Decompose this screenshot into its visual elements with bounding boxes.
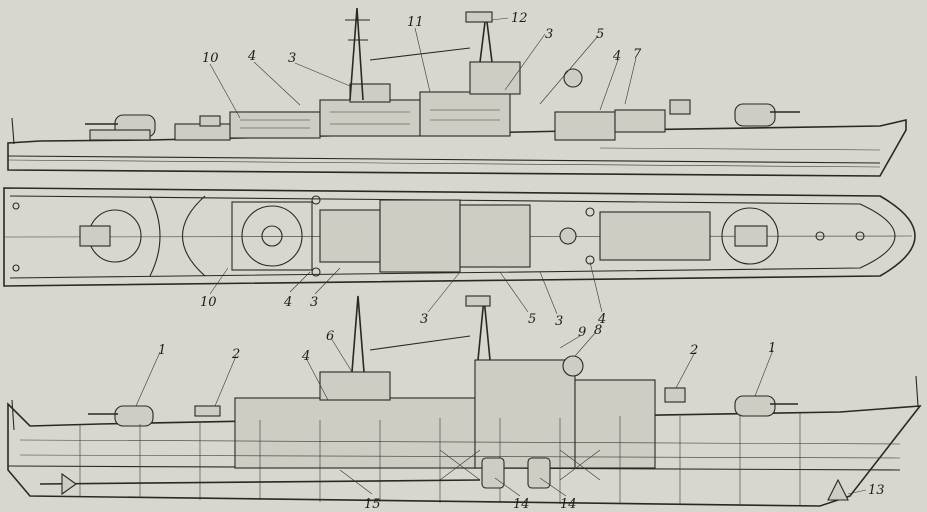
callout-plan-3c: 3 xyxy=(555,314,563,329)
callout-section-2a: 2 xyxy=(231,347,240,362)
section-fore-mast xyxy=(477,297,491,361)
plan-forward-turret-ring xyxy=(721,207,779,265)
plan-mid-block-3 xyxy=(459,204,531,268)
callout-side-3b: 3 xyxy=(545,27,553,42)
plan-helipad-center xyxy=(261,225,283,247)
callout-section-4: 4 xyxy=(301,349,310,364)
callout-section-1b: 1 xyxy=(768,341,776,356)
forward-gun-turret xyxy=(734,103,776,127)
callout-plan-3b: 3 xyxy=(420,312,428,327)
callout-plan-5: 5 xyxy=(528,312,536,327)
section-propeller-shaft xyxy=(39,479,481,485)
callout-side-4a: 4 xyxy=(247,49,256,64)
plan-aft-turret xyxy=(79,225,111,247)
forward-launcher xyxy=(669,99,691,115)
plan-view: 10 4 3 3 5 3 4 xyxy=(3,187,916,329)
callout-plan-4b: 4 xyxy=(597,312,606,327)
section-aft-superstructure xyxy=(234,397,476,469)
section-radar-dome xyxy=(562,355,584,377)
forward-superstructure xyxy=(419,91,511,137)
rigging-line xyxy=(369,47,471,61)
callout-side-4b: 4 xyxy=(612,49,621,64)
bridge-block xyxy=(469,61,521,95)
plan-helideck-curve xyxy=(182,195,206,277)
plan-mid-block-2 xyxy=(379,199,461,273)
plan-radar-dome xyxy=(559,227,577,245)
mid-superstructure xyxy=(319,99,421,137)
mid-upper-deck xyxy=(349,83,391,103)
callout-section-6: 6 xyxy=(326,329,334,344)
section-hull-outline xyxy=(7,402,922,507)
section-forward-turret xyxy=(734,395,776,417)
callout-plan-10: 10 xyxy=(200,295,217,310)
side-leader-lines xyxy=(209,17,637,119)
side-waterline xyxy=(7,155,881,164)
callout-side-7: 7 xyxy=(633,47,642,62)
side-boot-topping xyxy=(7,159,881,168)
plan-forward-block xyxy=(599,211,711,261)
section-aft-launcher xyxy=(194,405,221,417)
section-stern-flagstaff xyxy=(11,399,15,431)
stern-flagstaff xyxy=(11,117,15,145)
forward-deckhouse xyxy=(614,109,666,133)
section-jackstaff xyxy=(915,375,919,407)
section-forward-launcher xyxy=(664,387,686,403)
section-propeller xyxy=(61,472,77,496)
inboard-section-view: 1 2 4 6 9 8 2 1 15 14 14 13 xyxy=(7,295,922,512)
main-lattice-mast xyxy=(349,7,364,101)
plan-mid-block-1 xyxy=(319,209,381,263)
section-mid-house xyxy=(319,371,391,401)
plan-hangar-outline xyxy=(231,201,313,271)
plan-leader-lines xyxy=(209,261,603,315)
callout-section-1a: 1 xyxy=(158,343,166,358)
plan-deck-edge xyxy=(9,195,896,279)
hangar-block xyxy=(229,111,321,139)
plan-helipad-circle xyxy=(241,205,303,267)
side-radar-dome xyxy=(563,68,583,88)
callout-side-10: 10 xyxy=(202,51,219,66)
side-detail-lines xyxy=(240,109,881,151)
callout-side-12: 12 xyxy=(511,11,528,26)
section-bridge-house xyxy=(574,379,656,469)
aft-director xyxy=(199,115,221,127)
fore-radar-antenna xyxy=(465,11,493,23)
callout-plan-4a: 4 xyxy=(283,295,292,310)
section-compartment-grid xyxy=(19,412,901,506)
callout-section-14a: 14 xyxy=(513,497,530,512)
plan-aft-deck-curve xyxy=(149,195,161,277)
section-aft-turret xyxy=(114,405,154,427)
missile-launcher-block xyxy=(554,111,616,141)
callout-section-8: 8 xyxy=(594,323,602,338)
section-fore-radar xyxy=(465,295,491,307)
plan-hull-outline xyxy=(3,187,916,287)
section-engine-1 xyxy=(481,457,505,489)
side-profile-view: 10 4 3 11 12 3 5 4 7 xyxy=(7,7,907,177)
section-engine-2 xyxy=(527,457,551,489)
callout-section-14b: 14 xyxy=(560,497,577,512)
callout-section-9: 9 xyxy=(578,325,586,340)
aft-deckhouse xyxy=(89,129,151,141)
callout-plan-3a: 3 xyxy=(310,295,318,310)
callout-section-2b: 2 xyxy=(689,343,698,358)
section-rigging xyxy=(369,335,471,351)
callout-section-13: 13 xyxy=(868,483,885,498)
callout-side-11: 11 xyxy=(407,15,424,30)
section-bow-sonar xyxy=(827,478,849,501)
section-leader-lines xyxy=(135,331,867,497)
side-hull-outline xyxy=(7,118,907,177)
plan-deck-fittings xyxy=(12,195,865,277)
callout-section-15: 15 xyxy=(364,497,381,512)
section-forward-superstructure xyxy=(474,359,576,469)
callout-side-5: 5 xyxy=(596,27,604,42)
plan-forward-turret xyxy=(734,225,768,247)
section-main-mast xyxy=(351,295,365,373)
callout-side-3a: 3 xyxy=(288,51,296,66)
